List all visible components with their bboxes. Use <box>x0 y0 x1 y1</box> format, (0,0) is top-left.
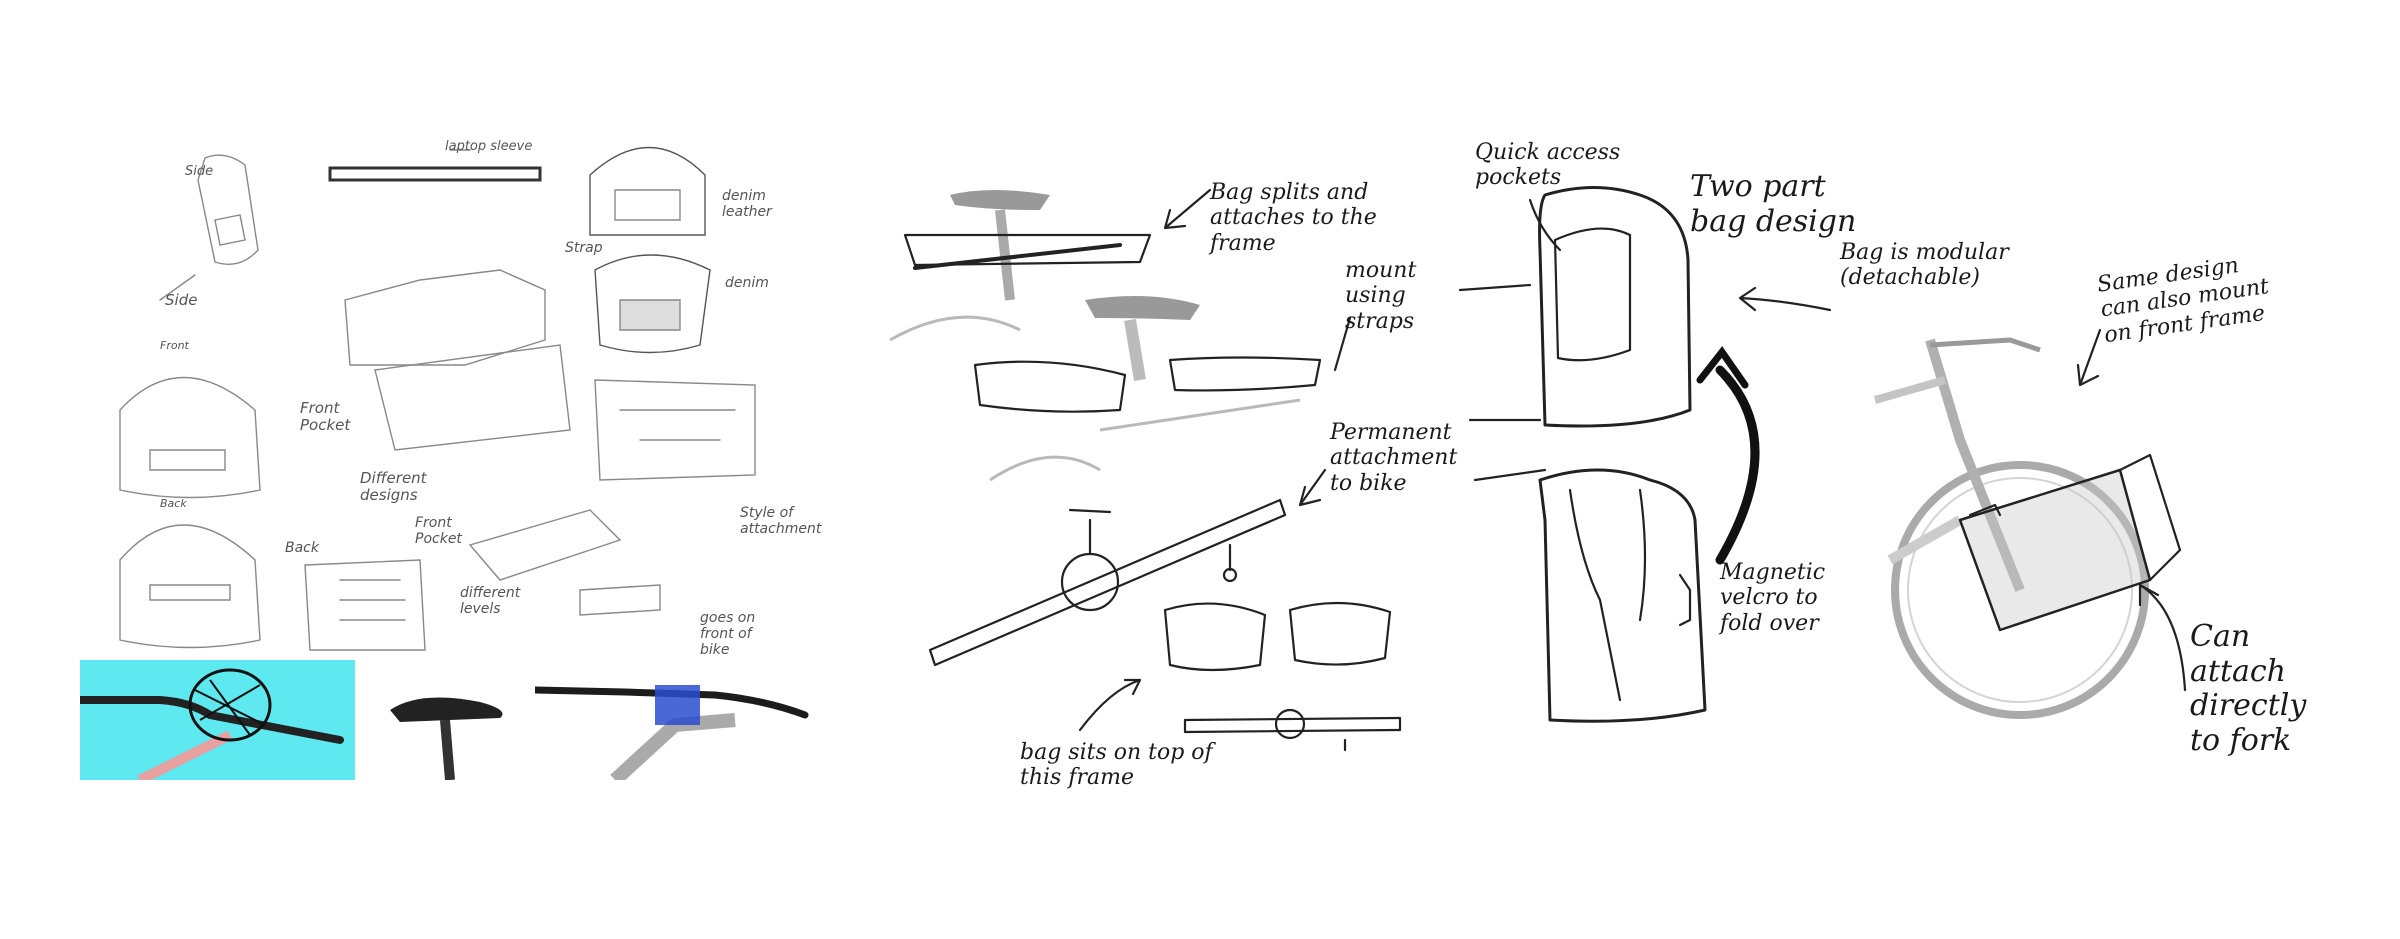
note-back: Back <box>285 540 319 556</box>
photo-handlebar-blue-bag <box>531 670 815 786</box>
photo-bike-saddle <box>360 680 520 781</box>
note-side-label-1: Side <box>185 164 214 179</box>
note-different-levels: different levels <box>460 585 521 618</box>
note-strap: Strap <box>565 240 603 256</box>
note-can-attach: Can attach directly to fork <box>2190 619 2307 758</box>
note-mount-straps: mount using straps <box>1345 258 1417 334</box>
note-front-pocket-2: Front Pocket <box>415 515 462 548</box>
note-permanent-attachment: Permanent attachment to bike <box>1330 420 1458 496</box>
note-bag-sits: bag sits on top of this frame <box>1020 740 1213 791</box>
note-two-part: Two part bag design <box>1690 169 1857 239</box>
note-laptop-sleeve: laptop sleeve <box>445 139 533 154</box>
note-bag-splits: Bag splits and attaches to the frame <box>1210 180 1377 256</box>
note-style-attachment: Style of attachment <box>740 505 822 538</box>
note-side: Side <box>165 291 198 309</box>
note-front: Front <box>160 339 189 352</box>
note-quick-access: Quick access pockets <box>1475 140 1621 191</box>
note-denim: denim <box>725 275 769 291</box>
note-front-pocket: Front Pocket <box>300 399 351 435</box>
note-magnetic: Magnetic velcro to fold over <box>1720 560 1826 636</box>
note-modular: Bag is modular (detachable) <box>1840 240 2009 291</box>
note-different-designs: Different designs <box>360 469 427 505</box>
photo-cyan-handlebar-sketch <box>80 660 355 780</box>
note-goes-on-front: goes on front of bike <box>700 610 756 659</box>
note-denim-leather: denim leather <box>722 188 772 221</box>
note-back-top: Back <box>160 497 187 510</box>
